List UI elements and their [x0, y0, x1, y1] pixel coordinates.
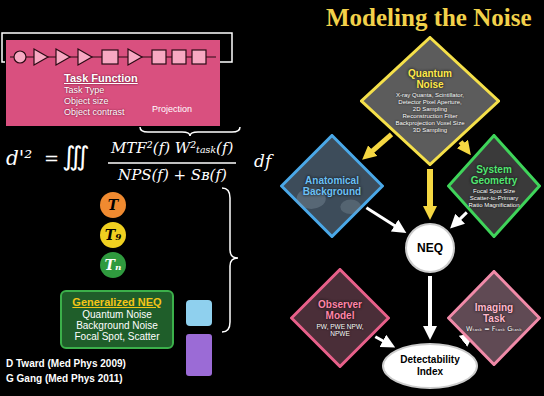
neq-box: Generalized NEQQuantum NoiseBackground N… [60, 290, 174, 349]
neq-brace [222, 188, 238, 332]
diamond-title: Observer Model [312, 299, 368, 321]
observer-model-diamond: Observer ModelPW, PWE NPW, NPWE [290, 268, 390, 368]
color-tile [186, 300, 212, 326]
term-circle: Tₙ [100, 252, 126, 278]
diamond-detail: PW, PWE NPW, NPWE [311, 323, 369, 338]
title-holder: Modeling the Noise [326, 3, 532, 33]
summing-node [14, 51, 26, 63]
label-holder: D Tward (Med Phys 2009) [6, 358, 126, 370]
formula-symbol: df [254, 151, 271, 171]
label-holder: G Gang (Med Phys 2011) [6, 373, 123, 385]
connector-arrow [428, 276, 432, 330]
diamond-shape [449, 136, 540, 237]
slide-title: Modeling the Noise [326, 3, 532, 33]
fraction-bar [108, 162, 236, 164]
diamond-shape [282, 136, 383, 237]
formula-symbol: ∭ [62, 140, 90, 172]
diamond-shape [362, 38, 499, 165]
label-holder: MTF²(f) W²ₜₐₛₖ(f) [111, 139, 233, 157]
label-holder: df [254, 151, 271, 171]
connector-arrow [465, 339, 467, 340]
filter-block [152, 50, 166, 64]
diamond-title: Imaging Task [469, 302, 519, 324]
anatomical-diamond: Anatomical Background [280, 134, 384, 238]
diamond-outline [447, 134, 541, 238]
label-holder: ∭ [62, 140, 90, 172]
noise-item: Background Noise [68, 320, 166, 331]
diamond-detail: Focal Spot Size Scatter-to-Primary Ratio… [462, 188, 526, 209]
label-holder: d'² [6, 146, 32, 170]
diamond-title: Quantum Noise [400, 68, 460, 90]
quantum-noise-diamond: Quantum NoiseX-ray Quanta, Scintillator,… [360, 36, 500, 166]
circle-label: NEQ [417, 241, 443, 255]
task-item: Object contrast [64, 107, 216, 118]
annotation: Projection [152, 104, 192, 115]
connector-arrow [366, 208, 398, 228]
term-circle: T [100, 192, 126, 218]
formula-symbol: d'² [6, 146, 32, 170]
task-brace [140, 127, 240, 136]
term-symbol: T₉ [105, 227, 122, 243]
task-item: Object size [64, 96, 216, 107]
connector-arrow [375, 337, 386, 343]
term-symbol: T [108, 197, 118, 213]
formula-symbol: = [44, 148, 59, 170]
connector-arrow [370, 134, 392, 153]
connector-arrow [427, 169, 433, 210]
color-tile [186, 334, 212, 376]
box-heading: Task Function [64, 72, 216, 85]
diamond-title: Anatomical Background [296, 175, 368, 197]
filter-block [192, 50, 206, 64]
connector-arrow [461, 142, 465, 148]
system-geometry-diamond: System GeometryFocal Spot Size Scatter-t… [447, 134, 541, 238]
noise-item: Focal Spot, Scatter [68, 331, 166, 342]
gain-stage [34, 49, 48, 65]
task-item: Task Type [64, 85, 216, 96]
gain-stage [128, 49, 142, 65]
term-symbol: Tₙ [105, 257, 122, 273]
gain-stage [56, 49, 70, 65]
ellipse-label: Detectability Index [395, 354, 465, 378]
citation: D Tward (Med Phys 2009) [6, 358, 126, 370]
label-holder: Projection [152, 104, 192, 115]
neq-circle: NEQ [405, 223, 455, 273]
citation: G Gang (Med Phys 2011) [6, 373, 123, 385]
task-block-diagram [6, 42, 220, 72]
diamond-shape [292, 270, 389, 367]
filter-block [172, 50, 186, 64]
diamond-detail: Wₜₐₛₖ = Fₜₐₛₖ Gₜₐₛₖ [466, 326, 522, 334]
label-holder: = [44, 148, 59, 170]
detectability-ellipse: Detectability Index [382, 343, 478, 389]
filter-block [102, 50, 118, 64]
box-heading: Generalized NEQ [68, 296, 166, 309]
background-texture [340, 200, 361, 215]
formula-denominator: NPS(f) + Sʙ(f) [118, 166, 227, 184]
diamond-detail: X-ray Quanta, Scintillator, Detector Pix… [395, 92, 465, 134]
gain-stage [78, 49, 92, 65]
noise-item: Quantum Noise [68, 309, 166, 320]
connector-arrow [457, 212, 467, 221]
formula-numerator: MTF²(f) W²ₜₐₛₖ(f) [111, 139, 233, 157]
diamond-title: System Geometry [466, 164, 522, 186]
label-holder: NPS(f) + Sʙ(f) [118, 166, 227, 184]
term-circle: T₉ [100, 222, 126, 248]
